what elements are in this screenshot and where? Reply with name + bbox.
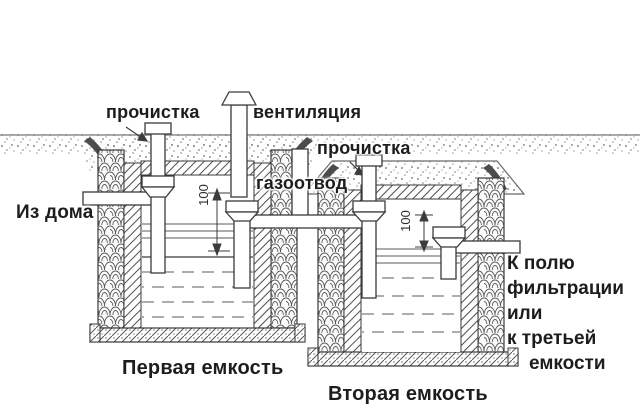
label-second-tank-cleanout: прочистка xyxy=(317,138,411,158)
outlet-destination-line: или xyxy=(507,303,543,324)
first-tank-inlet-tee xyxy=(140,122,176,274)
connecting-pipe xyxy=(243,214,375,229)
outlet-destination-line: К полю xyxy=(507,253,575,274)
pipes-and-fittings xyxy=(82,91,521,299)
label-leader-arrows xyxy=(125,126,365,176)
second-tank-outlet-tee xyxy=(431,226,467,280)
caption-first-tank: Первая емкость xyxy=(122,357,284,379)
second-tank-structure xyxy=(307,164,519,367)
label-gas-outlet: газоотвод xyxy=(256,173,348,193)
outlet-destination-line: фильтрации xyxy=(507,278,624,299)
outlet-destination-line: емкости xyxy=(529,353,606,374)
ventilation-pipe xyxy=(220,91,258,198)
outlet-destination-line: к третьей xyxy=(507,328,597,349)
dimension-label-first-tank: 100 xyxy=(196,184,211,206)
second-tank-inlet-tee xyxy=(351,154,387,299)
label-from-house: Из дома xyxy=(16,202,94,223)
first-tank-outlet-tee xyxy=(224,200,260,289)
dimension-marks xyxy=(208,187,433,257)
label-outlet-destination: К полю фильтрации или к третьей емкости xyxy=(507,251,624,376)
label-first-tank-cleanout: прочистка xyxy=(106,102,200,122)
first-tank-structure xyxy=(84,137,313,343)
label-ventilation: вентиляция xyxy=(253,102,362,122)
caption-second-tank: Вторая емкость xyxy=(328,383,488,405)
dimension-label-second-tank: 100 xyxy=(398,210,413,232)
